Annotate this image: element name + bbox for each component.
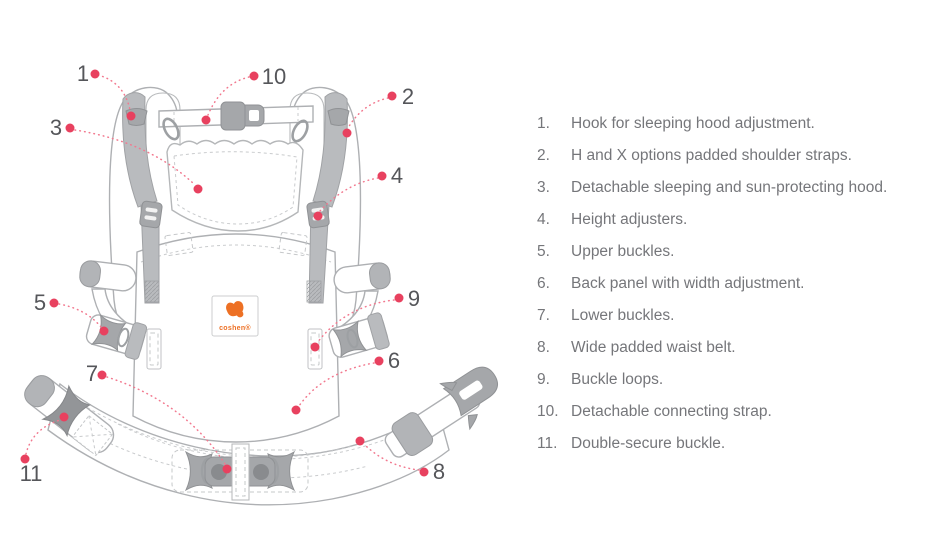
callout-number: 2	[402, 84, 414, 109]
legend-number: 4.	[537, 211, 550, 228]
legend-text: Detachable connecting strap.	[571, 403, 772, 420]
callout-4: 4	[313, 163, 403, 221]
strap-channel-right	[289, 92, 325, 182]
waist-strap-right	[384, 366, 499, 458]
legend-number: 10.	[537, 403, 559, 420]
side-wing-left	[79, 260, 137, 292]
side-wing-right	[333, 262, 391, 294]
legend-text: Double-secure buckle.	[571, 435, 726, 452]
shoulder-strap-left	[122, 92, 163, 304]
connecting-strap-buckle	[220, 101, 265, 131]
callout-5: 5	[34, 290, 109, 336]
callout-number: 6	[388, 348, 400, 373]
double-secure-buckle	[41, 384, 92, 438]
legend-text: Detachable sleeping and sun-protecting h…	[571, 179, 888, 196]
brand-patch: coshen®	[211, 295, 259, 337]
height-adjuster-left	[139, 200, 163, 229]
legend-text: Hook for sleeping hood adjustment.	[571, 115, 815, 132]
callout-9: 9	[310, 286, 420, 352]
callout-10: 10	[201, 64, 286, 125]
callout-number: 8	[433, 459, 445, 484]
strap-channel-left	[145, 92, 181, 182]
legend-item-8: 8. Wide padded waist belt.	[537, 332, 887, 364]
back-panel	[132, 232, 340, 443]
callout-number: 4	[391, 163, 403, 188]
legend-item-6: 6. Back panel with width adjustment.	[537, 268, 887, 300]
legend-number: 9.	[537, 371, 550, 388]
callout-number: 5	[34, 290, 46, 315]
sleeping-hood	[166, 139, 304, 232]
legend-text: Upper buckles.	[571, 243, 675, 260]
waist-belt-left-end	[24, 375, 115, 457]
legend-number: 1.	[537, 115, 550, 132]
parts-legend: 1. Hook for sleeping hood adjustment. 2. H…	[537, 108, 887, 460]
legend-item-9: 9. Buckle loops.	[537, 364, 887, 396]
legend-number: 11.	[537, 435, 558, 452]
callout-number: 11	[20, 461, 43, 486]
legend-text: H and X options padded shoulder straps.	[571, 147, 852, 164]
legend-item-3: 3. Detachable sleeping and sun-protecting…	[537, 172, 887, 204]
hood-loop-right	[291, 119, 309, 143]
legend-number: 5.	[537, 243, 550, 260]
hood-hook-right	[327, 108, 350, 126]
legend-item-4: 4. Height adjusters.	[537, 204, 887, 236]
legend-item-2: 2. H and X options padded shoulder straps…	[537, 140, 887, 172]
hood-loop-left	[162, 117, 180, 141]
shoulder-strap-right	[306, 92, 350, 304]
connecting-strap	[158, 101, 314, 143]
callout-number: 9	[408, 286, 420, 311]
callout-6: 6	[291, 348, 400, 415]
callout-3: 3	[50, 115, 203, 194]
callout-8: 8	[355, 436, 445, 484]
callout-number: 1	[77, 61, 89, 86]
carrier-diagram: coshen®	[20, 61, 499, 506]
brand-logo-text: coshen®	[219, 324, 251, 332]
legend-number: 8.	[537, 339, 550, 356]
legend-item-1: 1. Hook for sleeping hood adjustment.	[537, 108, 887, 140]
legend-item-5: 5. Upper buckles.	[537, 236, 887, 268]
upper-buckle-right	[328, 312, 390, 358]
legend-item-11: 11. Double-secure buckle.	[537, 428, 887, 460]
legend-item-7: 7. Lower buckles.	[537, 300, 887, 332]
legend-text: Buckle loops.	[571, 371, 664, 388]
legend-text: Height adjusters.	[571, 211, 688, 228]
callout-number: 10	[262, 64, 286, 89]
callout-11: 11	[20, 412, 69, 486]
callout-2: 2	[342, 84, 414, 138]
lower-center-strap	[231, 443, 250, 501]
legend-item-10: 10. Detachable connecting strap.	[537, 396, 887, 428]
buckle-loop-left	[146, 328, 162, 370]
callout-7: 7	[86, 361, 232, 474]
legend-text: Wide padded waist belt.	[571, 339, 736, 356]
legend-number: 7.	[537, 307, 550, 324]
callout-1: 1	[77, 61, 136, 121]
lower-buckles	[171, 443, 309, 501]
legend-number: 3.	[537, 179, 550, 196]
callout-number: 3	[50, 115, 62, 140]
legend-number: 6.	[537, 275, 550, 292]
callout-number: 7	[86, 361, 98, 386]
legend-text: Lower buckles.	[571, 307, 675, 324]
legend-number: 2.	[537, 147, 550, 164]
legend-text: Back panel with width adjustment.	[571, 275, 805, 292]
upper-buckle-left	[85, 313, 148, 360]
